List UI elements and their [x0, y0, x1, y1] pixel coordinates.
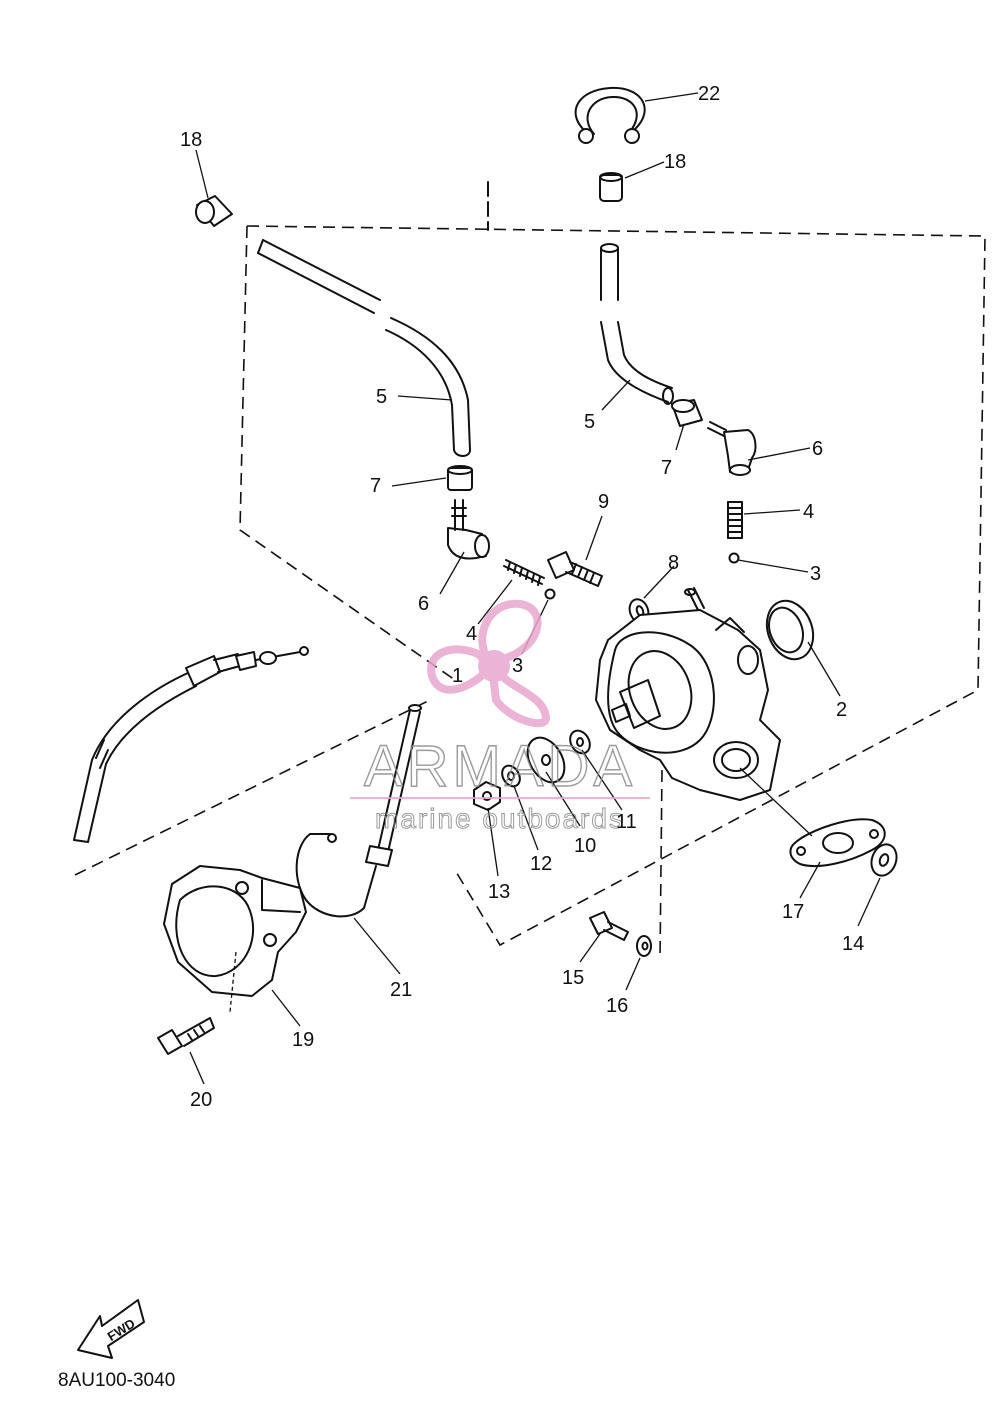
callout-19: 19 [292, 1029, 314, 1051]
fuel-hose-part-5-right[interactable] [600, 243, 674, 405]
callout-3-right: 3 [810, 563, 821, 585]
throttle-cable[interactable] [73, 646, 309, 843]
callout-9: 9 [598, 491, 609, 513]
assembly-outline [74, 181, 986, 961]
callout-18-left: 18 [180, 129, 202, 151]
fuel-hose-part-5-left[interactable] [257, 239, 471, 457]
gear-part-10[interactable] [520, 731, 572, 789]
spring-part-4-right[interactable] [727, 501, 743, 539]
elbow-joint-part-6-left[interactable] [447, 499, 490, 560]
gasket-part-17[interactable] [789, 818, 886, 868]
bolt-part-20[interactable] [157, 1017, 215, 1055]
callout-3-left: 3 [512, 655, 523, 677]
nut-part-13[interactable] [473, 781, 501, 811]
clip-part-7-right[interactable] [671, 399, 703, 427]
callout-1: 1 [452, 665, 463, 687]
pump-cover-part-19[interactable] [163, 865, 307, 997]
callout-4-left: 4 [466, 623, 477, 645]
spring-part-4-left[interactable] [503, 559, 545, 586]
check-ball-part-3-right[interactable] [728, 552, 740, 564]
armada-watermark: ARMADA marine outboards [350, 599, 650, 835]
diagram-code: 8AU100-3040 [58, 1370, 175, 1391]
callout-6-left: 6 [418, 593, 429, 615]
joint-part-18-left[interactable] [195, 195, 233, 227]
clip-part-7-left[interactable] [447, 465, 473, 491]
callout-22: 22 [698, 83, 720, 105]
callout-20: 20 [190, 1089, 212, 1111]
callout-6-right: 6 [812, 438, 823, 460]
watermark-tagline: marine outboards [375, 803, 625, 834]
callout-14: 14 [842, 933, 864, 955]
washer-part-16[interactable] [636, 935, 652, 957]
check-ball-part-3-left[interactable] [544, 588, 556, 600]
callout-16: 16 [606, 995, 628, 1017]
watermark-brand: ARMADA [364, 734, 636, 799]
callout-2: 2 [836, 699, 847, 721]
callout-5-left: 5 [376, 386, 387, 408]
callout-21: 21 [390, 979, 412, 1001]
callout-7-right: 7 [661, 457, 672, 479]
callout-17: 17 [782, 901, 804, 923]
callout-labels: 22 18 18 5 5 7 7 6 4 3 9 8 6 4 3 1 2 11 … [180, 83, 864, 1111]
callout-7-left: 7 [370, 475, 381, 497]
joint-part-18-right[interactable] [599, 172, 623, 202]
oil-pump-body[interactable] [595, 587, 781, 801]
propeller-logo-icon [427, 599, 551, 728]
callout-13: 13 [488, 881, 510, 903]
oil-seal-part-2[interactable] [759, 594, 821, 665]
fwd-arrow-icon: FWD [77, 1299, 145, 1359]
callout-18-right: 18 [664, 151, 686, 173]
elbow-joint-part-6-right[interactable] [707, 421, 757, 476]
callout-10: 10 [574, 835, 596, 857]
callout-11: 11 [616, 811, 637, 833]
bolt-part-15[interactable] [589, 911, 629, 941]
callout-12: 12 [530, 853, 552, 875]
washer-part-14[interactable] [867, 841, 900, 879]
washer-part-12[interactable] [499, 762, 524, 789]
callout-8: 8 [668, 552, 679, 574]
screw-part-9[interactable] [547, 551, 603, 587]
washer-part-11[interactable] [566, 727, 594, 757]
link-rod-part-21[interactable] [295, 704, 422, 918]
hose-clip-part-22[interactable] [574, 86, 646, 144]
callout-5-right: 5 [584, 411, 595, 433]
callout-15: 15 [562, 967, 584, 989]
callout-4-right: 4 [803, 501, 814, 523]
